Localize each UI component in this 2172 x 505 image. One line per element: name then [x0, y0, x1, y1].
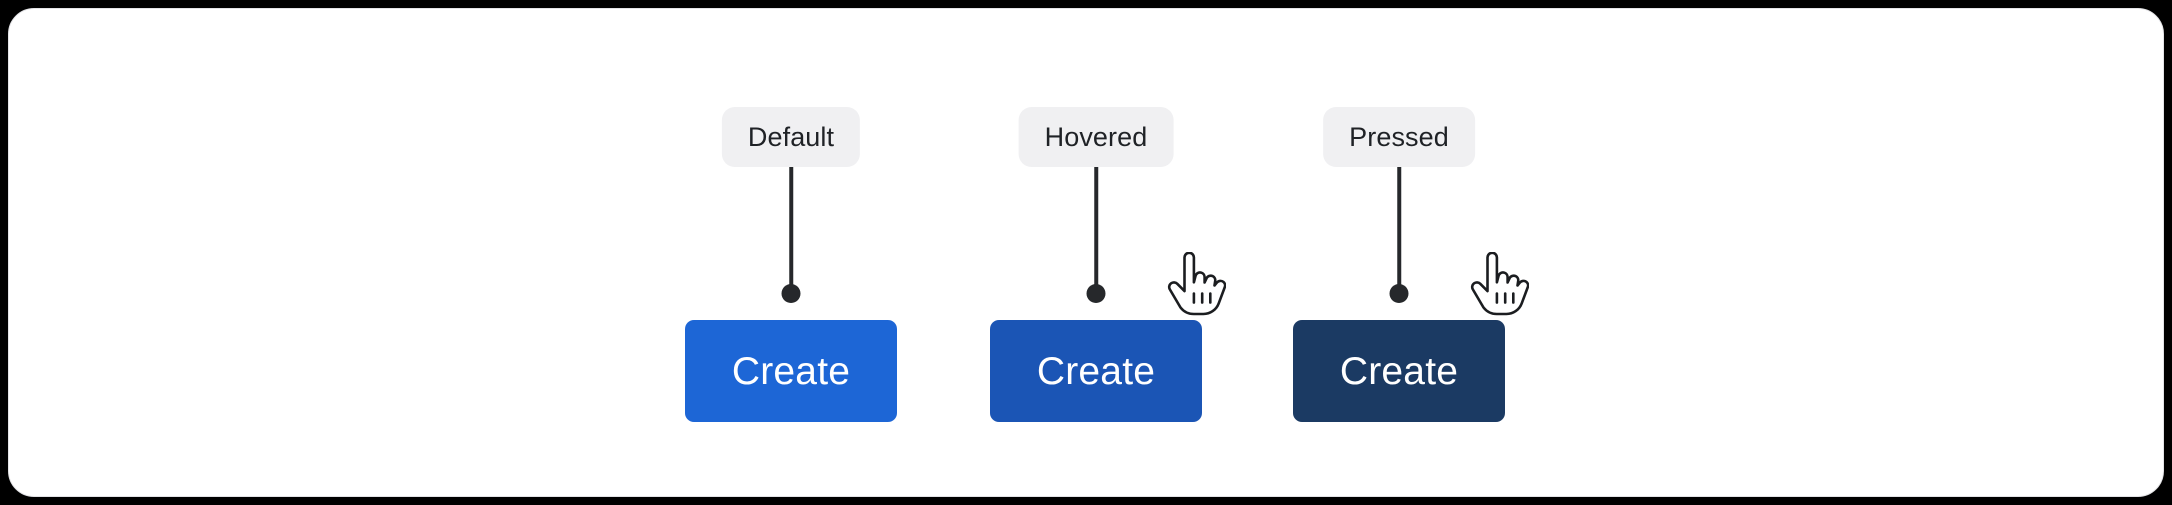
state-column-default: Default Create [641, 9, 941, 496]
connector-hovered [1086, 167, 1106, 311]
state-label-hovered: Hovered [1018, 107, 1174, 167]
connector-pressed [1389, 167, 1409, 311]
state-column-pressed: Pressed Create [1249, 9, 1549, 496]
create-button-hovered[interactable]: Create [990, 320, 1202, 422]
connector-dot [1389, 284, 1409, 303]
connector-dot [781, 284, 801, 303]
state-column-hovered: Hovered Create [946, 9, 1246, 496]
create-button-pressed[interactable]: Create [1293, 320, 1505, 422]
state-showcase-card: Default Create Hovered Create Pressed Cr… [8, 8, 2164, 497]
hand-pointer-cursor-icon [1467, 252, 1529, 324]
hand-pointer-cursor-icon [1164, 252, 1226, 324]
connector-line [1397, 167, 1401, 293]
connector-dot [1086, 284, 1106, 303]
state-label-default: Default [721, 107, 861, 167]
state-label-pressed: Pressed [1323, 107, 1475, 167]
connector-line [1094, 167, 1098, 293]
create-button-default[interactable]: Create [685, 320, 897, 422]
connector-default [781, 167, 801, 311]
connector-line [789, 167, 793, 293]
